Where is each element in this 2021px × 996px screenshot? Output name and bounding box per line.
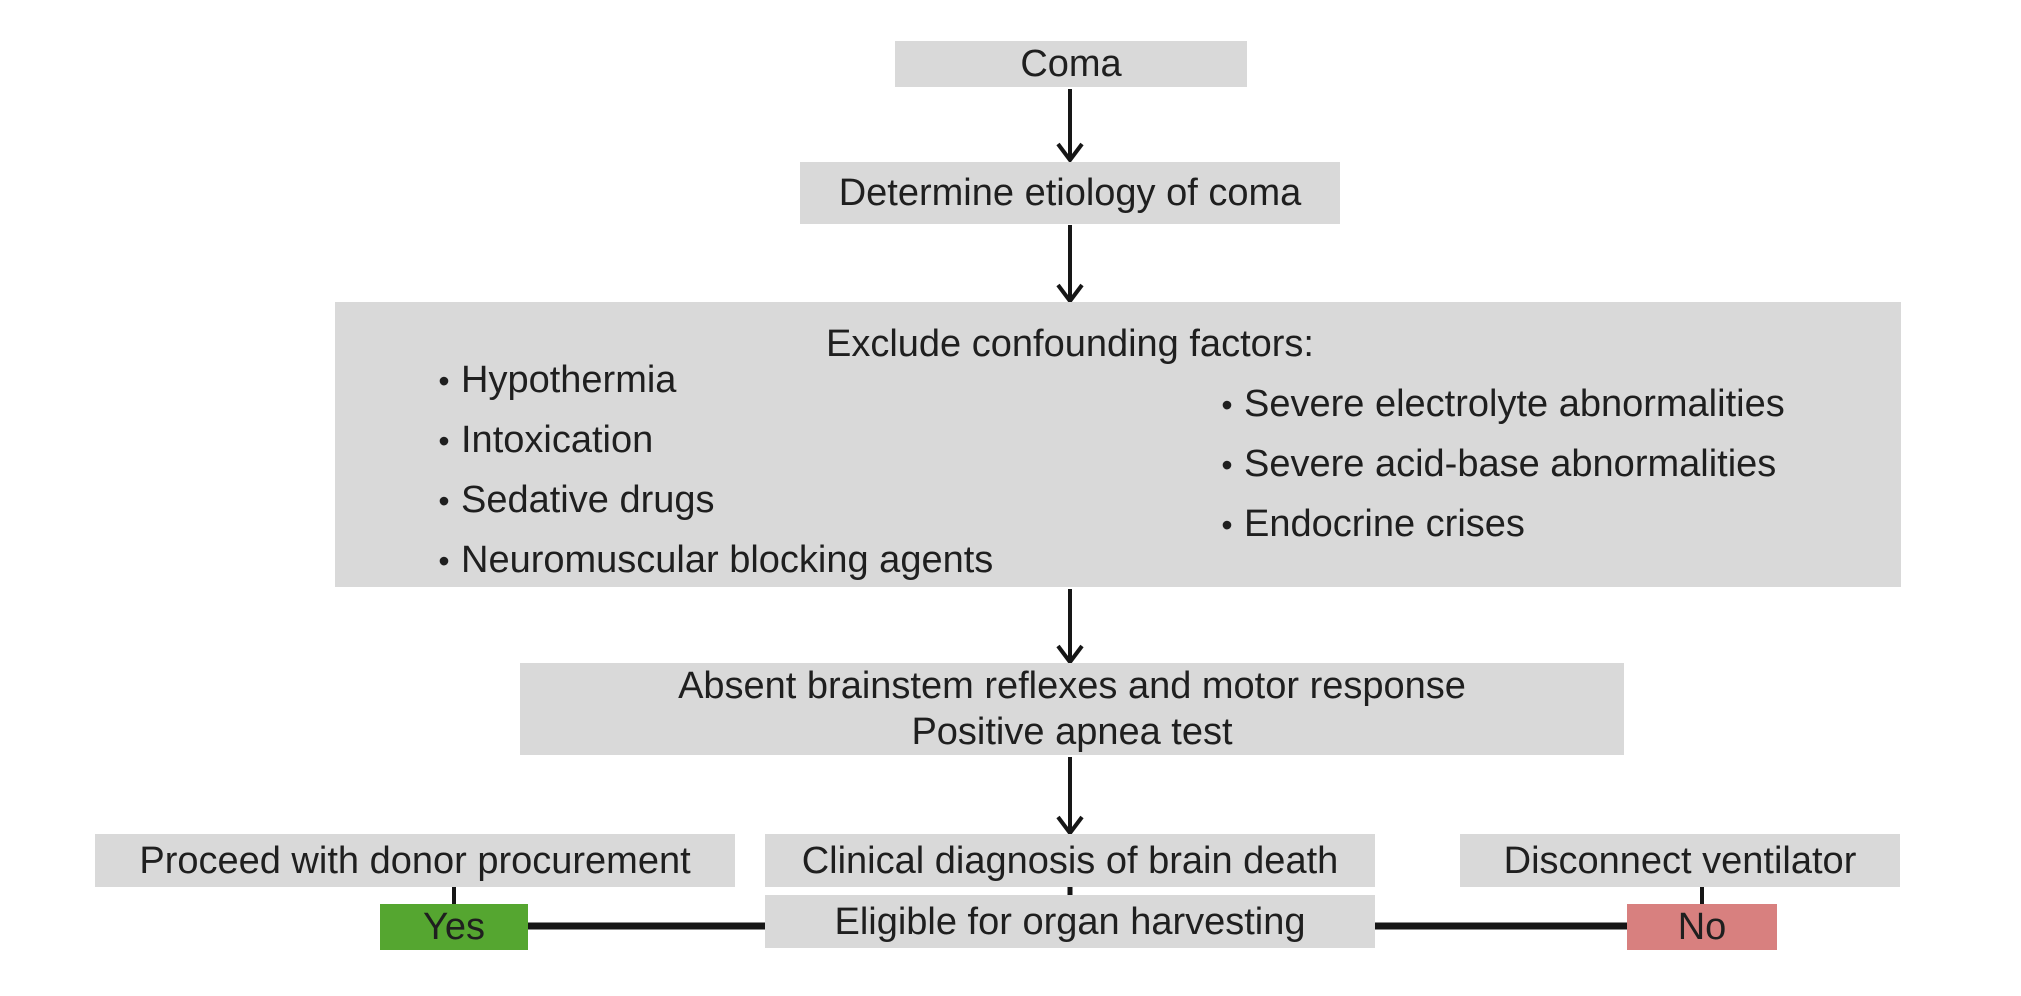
exclude-title: Exclude confounding factors: xyxy=(826,323,1314,365)
arrow-confounders-to-reflexes xyxy=(1056,589,1084,666)
list-item-label: Intoxication xyxy=(461,419,654,461)
bullet-icon: • xyxy=(1221,507,1233,543)
list-item: • Hypothermia xyxy=(427,358,993,403)
node-coma: Coma xyxy=(895,41,1247,87)
arrow-reflexes-to-diagnosis xyxy=(1056,757,1084,837)
exclude-right-list: • Severe electrolyte abnormalities • Sev… xyxy=(1210,382,1785,547)
list-item: • Sedative drugs xyxy=(427,478,993,523)
list-item-label: Sedative drugs xyxy=(461,479,715,521)
list-item-label: Endocrine crises xyxy=(1244,503,1525,545)
node-yes: Yes xyxy=(380,904,528,950)
list-item-label: Severe electrolyte abnormalities xyxy=(1244,383,1785,425)
list-item-label: Hypothermia xyxy=(461,359,677,401)
list-item-label: Neuromuscular blocking agents xyxy=(461,539,994,581)
node-absent-reflexes: Absent brainstem reflexes and motor resp… xyxy=(520,663,1624,755)
node-determine-etiology: Determine etiology of coma xyxy=(800,162,1340,224)
node-proceed-procurement: Proceed with donor procurement xyxy=(95,834,735,887)
list-item: • Severe acid-base abnormalities xyxy=(1210,442,1785,487)
bullet-icon: • xyxy=(438,543,450,579)
bullet-icon: • xyxy=(438,483,450,519)
absent-line-2: Positive apnea test xyxy=(911,711,1233,753)
absent-line-1: Absent brainstem reflexes and motor resp… xyxy=(678,665,1466,707)
list-item-label: Severe acid-base abnormalities xyxy=(1244,443,1777,485)
list-item: • Endocrine crises xyxy=(1210,502,1785,547)
bullet-icon: • xyxy=(1221,447,1233,483)
list-item: • Intoxication xyxy=(427,418,993,463)
list-item: • Severe electrolyte abnormalities xyxy=(1210,382,1785,427)
node-exclude-confounders: Exclude confounding factors: • Hypotherm… xyxy=(335,302,1901,587)
node-eligible-harvesting: Eligible for organ harvesting xyxy=(765,895,1375,948)
list-item: • Neuromuscular blocking agents xyxy=(427,538,993,583)
node-disconnect-ventilator: Disconnect ventilator xyxy=(1460,834,1900,887)
arrow-etiology-to-confounders xyxy=(1056,225,1084,305)
bullet-icon: • xyxy=(438,423,450,459)
exclude-left-list: • Hypothermia • Intoxication • Sedative … xyxy=(427,358,993,583)
node-clinical-diagnosis: Clinical diagnosis of brain death xyxy=(765,834,1375,887)
bullet-icon: • xyxy=(438,363,450,399)
node-no: No xyxy=(1627,904,1777,950)
arrow-coma-to-etiology xyxy=(1056,89,1084,164)
bullet-icon: • xyxy=(1221,387,1233,423)
